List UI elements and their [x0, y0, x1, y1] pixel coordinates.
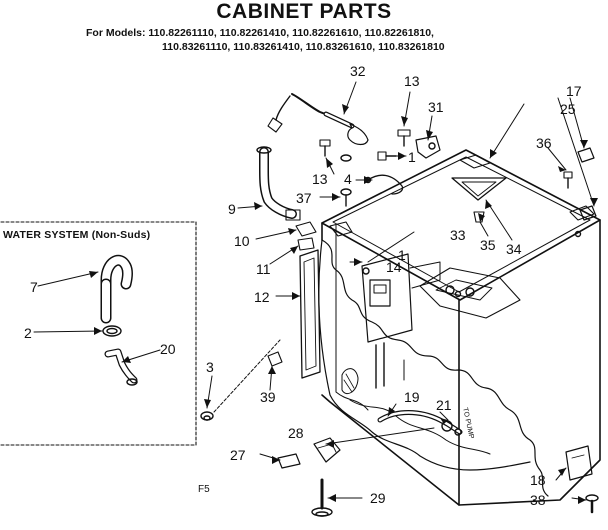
bracket-17	[577, 147, 597, 221]
leveling-foot-38	[585, 494, 599, 514]
callout-12: 12	[254, 289, 270, 305]
callout-4: 4	[344, 171, 352, 187]
callout-7: 7	[30, 279, 38, 295]
screw-39	[267, 351, 283, 367]
callout-1-mid: 1	[398, 247, 406, 263]
callout-10: 10	[234, 233, 250, 249]
callout-18: 18	[530, 472, 546, 488]
water-system-label: WATER SYSTEM (Non-Suds)	[3, 229, 151, 241]
model-list-line-2: 110.83261110, 110.83261410, 110.83261610…	[162, 41, 445, 53]
screw-36	[563, 171, 573, 189]
bracket-28	[313, 437, 341, 463]
callout-35: 35	[480, 237, 496, 253]
callout-27: 27	[230, 447, 246, 463]
clip-27	[277, 453, 301, 469]
screw-13-b	[319, 139, 331, 157]
pump-hose	[377, 410, 463, 436]
callout-13-top: 13	[404, 73, 420, 89]
callout-37: 37	[296, 190, 312, 206]
diagram-title: CABINET PARTS	[216, 0, 392, 23]
fitting-3	[200, 411, 214, 421]
fastener-35	[473, 211, 485, 223]
leader-lines	[33, 81, 595, 501]
callout-31: 31	[428, 99, 444, 115]
leveling-foot-29	[311, 478, 333, 517]
cabinet-body	[318, 149, 601, 506]
callout-3: 3	[206, 359, 214, 375]
elbow-20	[104, 348, 138, 386]
callout-34: 34	[506, 241, 522, 257]
callout-20: 20	[160, 341, 176, 357]
bolt-37	[340, 188, 352, 207]
tube-9	[256, 146, 301, 221]
wire-harness-32	[267, 93, 369, 146]
clamp-11	[297, 237, 315, 251]
callout-38: 38	[530, 492, 546, 508]
callout-21: 21	[436, 397, 452, 413]
callout-17: 17	[566, 83, 582, 99]
callout-2: 2	[24, 325, 32, 341]
side-panel-12	[299, 249, 321, 379]
callout-36: 36	[536, 135, 552, 151]
figure-code: F5	[198, 484, 210, 495]
callout-32: 32	[350, 63, 366, 79]
callout-14: 14	[386, 259, 402, 275]
callout-39: 39	[260, 389, 276, 405]
callout-29: 29	[370, 490, 386, 506]
screw-13-a	[397, 129, 411, 147]
screw-1-top	[377, 151, 397, 161]
callout-11: 11	[256, 261, 271, 277]
water-system-inset-box	[0, 221, 197, 446]
callout-25: 25	[560, 101, 576, 117]
callout-33: 33	[450, 227, 466, 243]
model-list-line-1: For Models: 110.82261110, 110.82261410, …	[86, 27, 434, 39]
foot-bracket-18	[565, 445, 593, 481]
callout-9: 9	[228, 201, 236, 217]
callout-1-top: 1	[408, 149, 416, 165]
clamp-10	[295, 221, 317, 237]
callout-19: 19	[404, 389, 420, 405]
callout-13-left: 13	[312, 171, 328, 187]
clip-31	[415, 135, 441, 159]
leader-arrowheads	[89, 104, 598, 504]
callout-28: 28	[288, 425, 304, 441]
hose-7	[100, 254, 133, 324]
washer-2	[102, 325, 122, 337]
grommet-near-32	[340, 154, 352, 162]
